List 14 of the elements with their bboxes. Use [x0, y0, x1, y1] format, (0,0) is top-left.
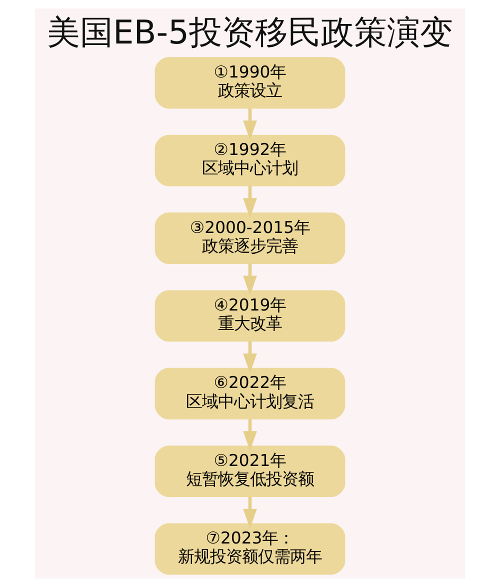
arrow — [243, 341, 257, 374]
arrow — [243, 186, 257, 218]
node-box: ④2019年 重大改革 — [154, 290, 346, 342]
node-box: ①1990年 政策设立 — [154, 57, 346, 109]
arrow — [243, 264, 257, 296]
node-box: ⑤2021年 短暂恢复低投资额 — [154, 446, 346, 498]
node-box: ③2000-2015年 政策逐步完善 — [154, 212, 346, 264]
arrow — [243, 419, 257, 451]
arrow — [243, 108, 257, 140]
node-box: ⑥2022年 区域中心计划复活 — [154, 368, 346, 420]
node-box: ⑦2023年： 新规投资额仅需两年 — [154, 523, 346, 575]
arrow — [243, 496, 257, 529]
node-box: ②1992年 区域中心计划 — [154, 134, 346, 186]
diagram-title: 美国EB-5投资移民政策演变 — [47, 13, 453, 52]
